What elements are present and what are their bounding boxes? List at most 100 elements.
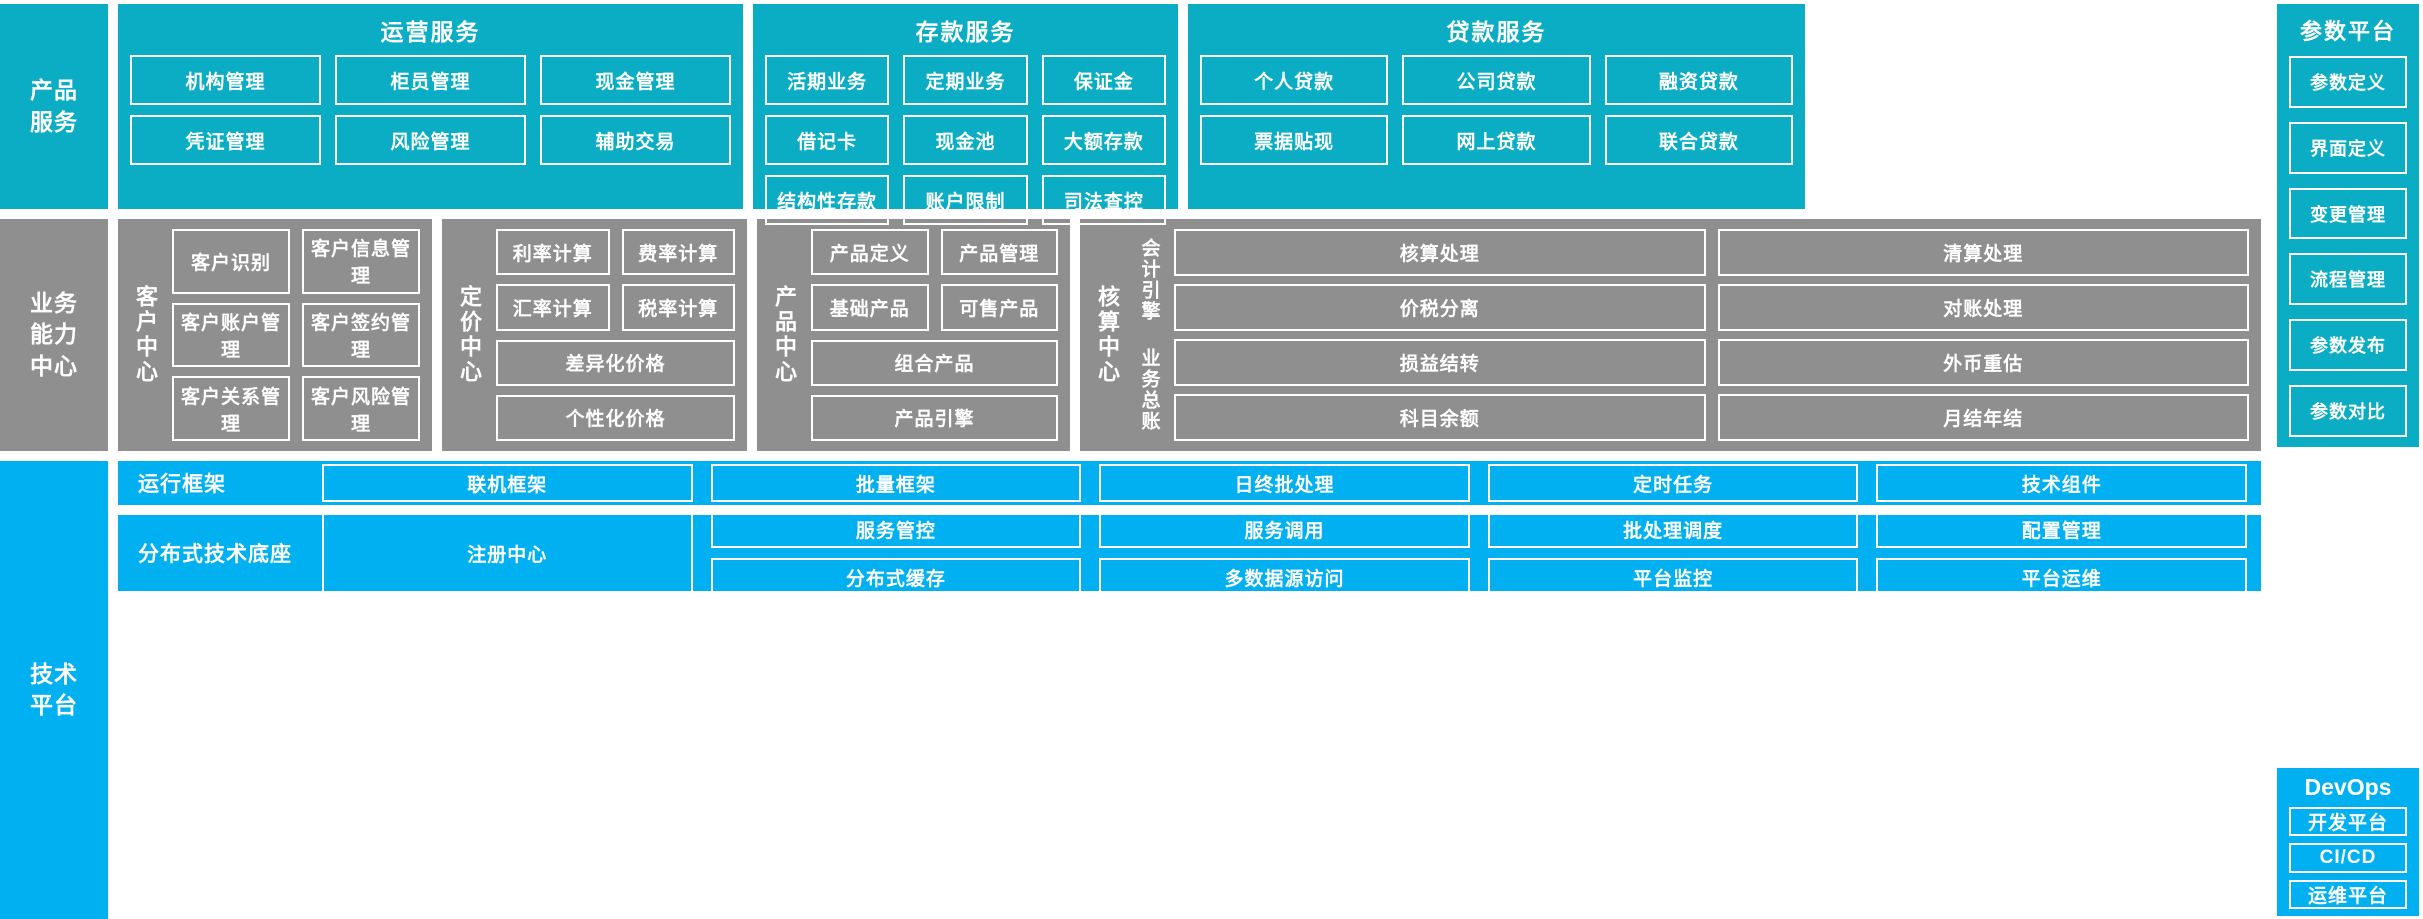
capability-box[interactable]: 客户关系管理: [172, 376, 290, 441]
devops-column: DevOps 开发平台 CI/CD 运维平台: [2277, 768, 2419, 916]
capability-box[interactable]: 客户风险管理: [302, 376, 420, 441]
service-box[interactable]: 司法查控: [1041, 175, 1166, 225]
service-box[interactable]: 定期业务: [903, 55, 1028, 105]
service-box[interactable]: 融资贷款: [1604, 55, 1793, 105]
capability-box[interactable]: 产品管理: [940, 229, 1058, 276]
capability-box[interactable]: 客户信息管理: [302, 229, 420, 294]
devops-box[interactable]: 运维平台: [2289, 879, 2407, 909]
tech-box[interactable]: 多数据源访问: [1099, 558, 1470, 596]
service-box[interactable]: 风险管理: [335, 115, 526, 165]
band-items-runtime-framework: 联机框架 批量框架 日终批处理 定时任务 技术组件: [322, 464, 2247, 502]
capability-box[interactable]: 利率计算: [496, 229, 610, 276]
capability-box[interactable]: 汇率计算: [496, 284, 610, 331]
tech-box-registry[interactable]: 注册中心: [322, 510, 693, 596]
parameter-box[interactable]: 流程管理: [2289, 253, 2407, 306]
tech-box[interactable]: 批处理调度: [1487, 510, 1859, 548]
center-label-pricing: 定价中心: [457, 285, 482, 385]
service-box[interactable]: 柜员管理: [335, 55, 526, 105]
group-loan-service: 贷款服务 个人贷款 公司贷款 融资贷款 票据贴现 网上贷款 联合贷款: [1188, 4, 1805, 209]
band-distributed-foundation: 分布式技术底座 注册中心 服务管控 服务调用 批处理调度 配置管理 分布式缓存 …: [118, 510, 2261, 596]
center-items-customer: 客户识别 客户信息管理 客户账户管理 客户签约管理 客户关系管理 客户风险管理: [172, 229, 420, 441]
capability-box[interactable]: 核算处理: [1174, 229, 1706, 276]
devops-box[interactable]: 开发平台: [2289, 807, 2407, 837]
tech-box[interactable]: 平台监控: [1487, 558, 1859, 596]
tech-box[interactable]: 日终批处理: [1099, 464, 1470, 502]
service-box[interactable]: 票据贴现: [1200, 115, 1389, 165]
group-items-deposit-service: 活期业务 定期业务 保证金 借记卡 现金池 大额存款 结构性存款 账户限制 司法…: [765, 55, 1166, 225]
capability-box[interactable]: 基础产品: [811, 284, 929, 331]
capability-box[interactable]: 客户识别: [172, 229, 290, 294]
tech-box[interactable]: 定时任务: [1487, 464, 1859, 502]
capability-box-wide[interactable]: 个性化价格: [496, 394, 735, 441]
parameter-box[interactable]: 参数定义: [2289, 56, 2407, 108]
tech-box[interactable]: 平台运维: [1876, 558, 2247, 596]
subgroup-items-business-ledger: 损益结转 外币重估 科目余额 月结年结: [1174, 339, 2249, 441]
capability-box[interactable]: 税率计算: [621, 284, 735, 331]
capability-box[interactable]: 损益结转: [1174, 339, 1706, 386]
capability-box[interactable]: 科目余额: [1174, 394, 1706, 441]
capability-box[interactable]: 对账处理: [1717, 284, 2249, 331]
parameter-box[interactable]: 变更管理: [2289, 187, 2407, 240]
service-box[interactable]: 网上贷款: [1402, 115, 1591, 165]
capability-box[interactable]: 客户账户管理: [172, 302, 290, 368]
subgroup-accounting-engine: 会计引擎 核算处理 清算处理 价税分离 对账处理: [1134, 229, 2249, 331]
service-box[interactable]: 辅助交易: [540, 115, 731, 165]
tech-box[interactable]: 服务管控: [710, 510, 1082, 548]
business-capability-centers: 客户中心 客户识别 客户信息管理 客户账户管理 客户签约管理 客户关系管理 客户…: [118, 219, 2423, 451]
tech-box[interactable]: 分布式缓存: [710, 558, 1082, 596]
capability-box-wide[interactable]: 差异化价格: [496, 339, 735, 386]
capability-box-wide[interactable]: 产品引擎: [811, 394, 1058, 441]
tech-box[interactable]: 联机框架: [322, 464, 693, 502]
parameter-box[interactable]: 参数对比: [2289, 385, 2407, 437]
capability-box[interactable]: 客户签约管理: [302, 302, 420, 368]
tech-box[interactable]: 服务调用: [1099, 510, 1470, 548]
service-box[interactable]: 凭证管理: [130, 115, 321, 165]
center-customer: 客户中心 客户识别 客户信息管理 客户账户管理 客户签约管理 客户关系管理 客户…: [118, 219, 432, 451]
devops-title: DevOps: [2304, 774, 2392, 800]
band-items-distributed-foundation: 注册中心 服务管控 服务调用 批处理调度 配置管理 分布式缓存 多数据源访问 平…: [322, 510, 2247, 596]
center-product: 产品中心 产品定义 产品管理 基础产品 可售产品 组合产品 产品引擎: [757, 219, 1070, 451]
technical-platform-bands: 运行框架 联机框架 批量框架 日终批处理 定时任务 技术组件 分布式技术底座 注…: [118, 461, 2423, 919]
service-box[interactable]: 现金池: [903, 115, 1028, 165]
product-service-groups: 运营服务 机构管理 柜员管理 现金管理 凭证管理 风险管理 辅助交易 存款服务 …: [118, 4, 2423, 225]
capability-box[interactable]: 产品定义: [811, 229, 929, 276]
service-box[interactable]: 借记卡: [765, 115, 890, 165]
service-box[interactable]: 机构管理: [130, 55, 321, 105]
center-items-product: 产品定义 产品管理 基础产品 可售产品 组合产品 产品引擎: [811, 229, 1058, 441]
center-items-pricing: 利率计算 费率计算 汇率计算 税率计算 差异化价格 个性化价格: [496, 229, 735, 441]
group-title-operation-service: 运营服务: [380, 19, 481, 45]
service-box[interactable]: 活期业务: [765, 55, 890, 105]
technical-platform-layer: 技术 平台 运行框架 联机框架 批量框架 日终批处理 定时任务 技术组件: [0, 461, 2423, 919]
layer-label-business-capability: 业务 能力 中心: [0, 219, 108, 451]
devops-items: 开发平台 CI/CD 运维平台: [2289, 807, 2407, 909]
capability-box[interactable]: 价税分离: [1174, 284, 1706, 331]
capability-box-wide[interactable]: 组合产品: [811, 339, 1058, 386]
subgroup-label-accounting-engine: 会计引擎: [1138, 238, 1160, 322]
group-items-loan-service: 个人贷款 公司贷款 融资贷款 票据贴现 网上贷款 联合贷款: [1200, 55, 1793, 199]
service-box[interactable]: 结构性存款: [765, 175, 890, 225]
capability-box[interactable]: 月结年结: [1717, 394, 2249, 441]
parameter-box[interactable]: 参数发布: [2289, 319, 2407, 372]
layer-label-line-2: 服务: [30, 108, 78, 135]
tech-box[interactable]: 批量框架: [710, 464, 1082, 502]
capability-box[interactable]: 费率计算: [621, 229, 735, 276]
service-box[interactable]: 公司贷款: [1402, 55, 1591, 105]
layer-label-line-2: 平台: [30, 692, 78, 718]
service-box[interactable]: 账户限制: [903, 175, 1028, 225]
capability-box[interactable]: 清算处理: [1717, 229, 2249, 276]
parameter-box[interactable]: 界面定义: [2289, 121, 2407, 174]
service-box[interactable]: 现金管理: [540, 55, 731, 105]
devops-box[interactable]: CI/CD: [2289, 843, 2407, 873]
capability-box[interactable]: 可售产品: [940, 284, 1058, 331]
service-box[interactable]: 保证金: [1041, 55, 1166, 105]
service-box[interactable]: 联合贷款: [1604, 115, 1793, 165]
center-label-customer: 客户中心: [133, 285, 158, 385]
service-box[interactable]: 大额存款: [1041, 115, 1166, 165]
tech-box[interactable]: 配置管理: [1876, 510, 2247, 548]
right-gutter-top: [1815, 4, 1967, 209]
tech-box[interactable]: 技术组件: [1876, 464, 2247, 502]
service-box[interactable]: 个人贷款: [1200, 55, 1389, 105]
layer-label-product-service: 产品 服务: [0, 4, 108, 209]
capability-box[interactable]: 外币重估: [1717, 339, 2249, 386]
